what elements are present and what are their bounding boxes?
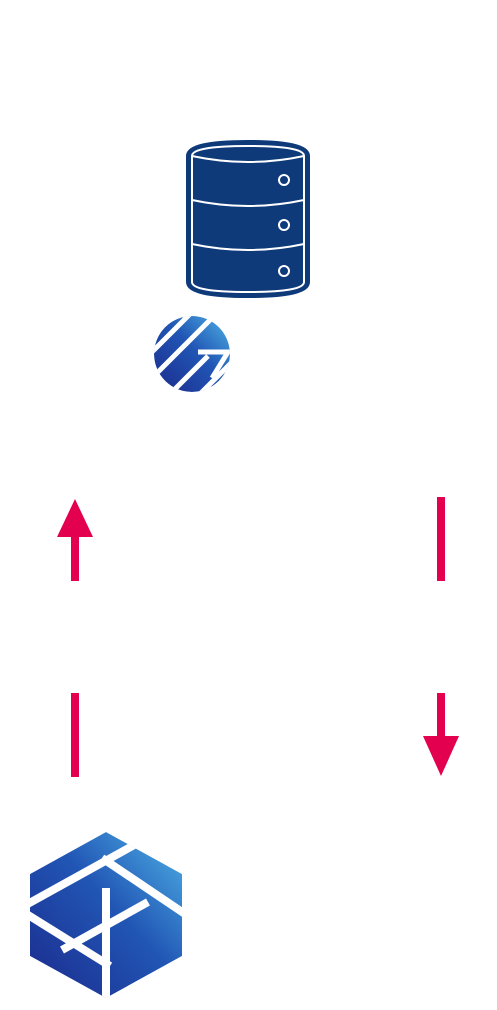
database-icon [180, 138, 316, 300]
hexagon-logo-icon [24, 828, 188, 1000]
connector-line [420, 495, 462, 585]
arrow-up-icon [54, 495, 96, 585]
striped-circle-logo-icon [150, 312, 234, 396]
indicator-icon [278, 174, 290, 186]
connector-line [54, 690, 96, 780]
indicator-icon [278, 219, 290, 231]
arrow-down-icon [420, 690, 462, 780]
indicator-icon [278, 265, 290, 277]
